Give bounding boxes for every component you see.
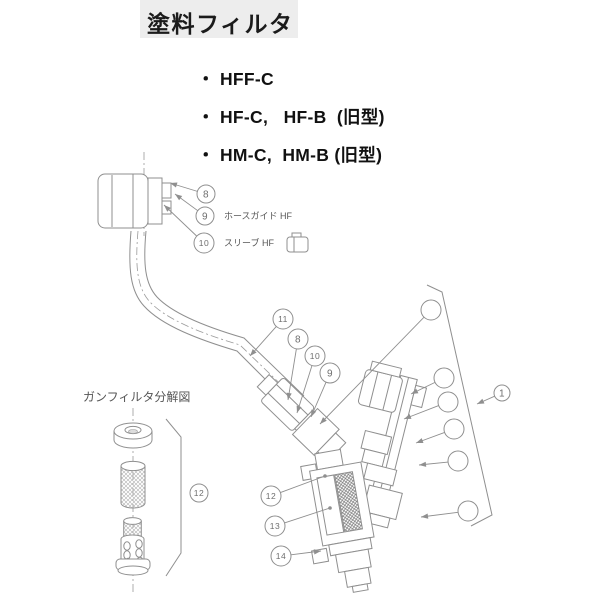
model-item-0: ・ HFF-C: [197, 69, 274, 89]
leader-arrowhead: [170, 182, 178, 188]
callout-leaders: [163, 182, 495, 556]
callout-empty: [433, 367, 455, 389]
bracket-left: [165, 418, 182, 577]
callout-9: [195, 206, 215, 226]
leader-arrowhead: [250, 349, 257, 356]
callout-10-number: 10: [199, 238, 209, 248]
leader-arrowhead: [477, 398, 485, 404]
callout-empty: [437, 391, 459, 413]
callout-12-number: 12: [194, 488, 204, 498]
leader-arrowhead: [296, 405, 302, 413]
model-item-1: ・ HF-C, HF-B (旧型): [197, 107, 385, 127]
callout-11: [272, 308, 294, 330]
leader-line: [163, 204, 198, 237]
leader-line: [284, 507, 331, 524]
callout-8: [287, 328, 309, 350]
callout-12: [189, 483, 209, 503]
callout-empty: [443, 418, 465, 440]
gun-parts-drawing: [357, 360, 428, 529]
leader-arrowhead: [416, 438, 424, 444]
exploded-filter-drawing: [113, 408, 153, 592]
callout-8-number: 8: [203, 190, 209, 201]
callout-10: [304, 345, 326, 367]
hose-fitting-drawing: [97, 152, 172, 236]
callout-13-number: 13: [270, 521, 280, 531]
leader-arrowhead: [164, 205, 171, 212]
leader-arrowhead: [421, 513, 429, 519]
callout-9: [319, 362, 341, 384]
model-list: ・ HFF-C ・ HF-C, HF-B (旧型) ・ HM-C, HM-B (旧型…: [197, 66, 385, 167]
leader-line: [287, 348, 297, 401]
diagram-labels: ホースガイド HF スリーブ HF ガンフィルタ分解図: [83, 211, 293, 404]
model-item-2: ・ HM-C, HM-B (旧型): [197, 145, 383, 165]
hose-tube-drawing: [129, 230, 305, 411]
callout-10-number: 10: [310, 351, 320, 361]
filter-housing-drawing: [300, 448, 375, 593]
callout-12: [260, 485, 282, 507]
leader-arrowhead: [320, 417, 327, 424]
sleeve-label: スリーブ HF: [224, 237, 274, 248]
leader-arrowhead: [313, 549, 321, 555]
callout-13: [264, 515, 286, 537]
callout-1: [493, 384, 511, 402]
leader-dot: [323, 474, 327, 478]
callout-circles: 8 9 10 11 8 10 9 12 13 14 12 1: [189, 184, 511, 567]
hose-guide-label: ホースガイド HF: [224, 211, 293, 221]
leader-arrowhead: [175, 194, 183, 201]
leader-arrowhead: [311, 409, 317, 417]
callout-11-number: 11: [278, 314, 288, 324]
leader-arrowhead: [286, 392, 292, 400]
callout-8: [196, 184, 216, 204]
leader-line: [319, 316, 425, 425]
callout-12-number: 12: [266, 491, 276, 501]
callout-14-number: 14: [276, 551, 286, 561]
leader-line: [280, 475, 326, 493]
leader-dot: [328, 506, 332, 510]
callout-8-number: 8: [295, 335, 301, 346]
callout-empty: [457, 500, 479, 522]
callout-14: [270, 545, 292, 567]
gun-filter-exploded-label: ガンフィルタ分解図: [83, 390, 190, 404]
callout-9-number: 9: [202, 212, 208, 223]
callout-empty: [447, 450, 469, 472]
leader-arrowhead: [404, 414, 412, 419]
page-title: 塗料フィルタ: [147, 11, 294, 37]
bracket-right: [426, 284, 493, 527]
callout-1-number: 1: [499, 389, 505, 400]
leader-arrowhead: [419, 461, 427, 467]
callout-9-number: 9: [327, 369, 333, 380]
sleeve-icon: [286, 232, 309, 253]
leader-line: [296, 365, 313, 414]
callout-empty: [420, 299, 442, 321]
leader-arrowhead: [411, 388, 419, 394]
callout-10: [193, 232, 215, 254]
title-highlight-box: [140, 0, 298, 38]
